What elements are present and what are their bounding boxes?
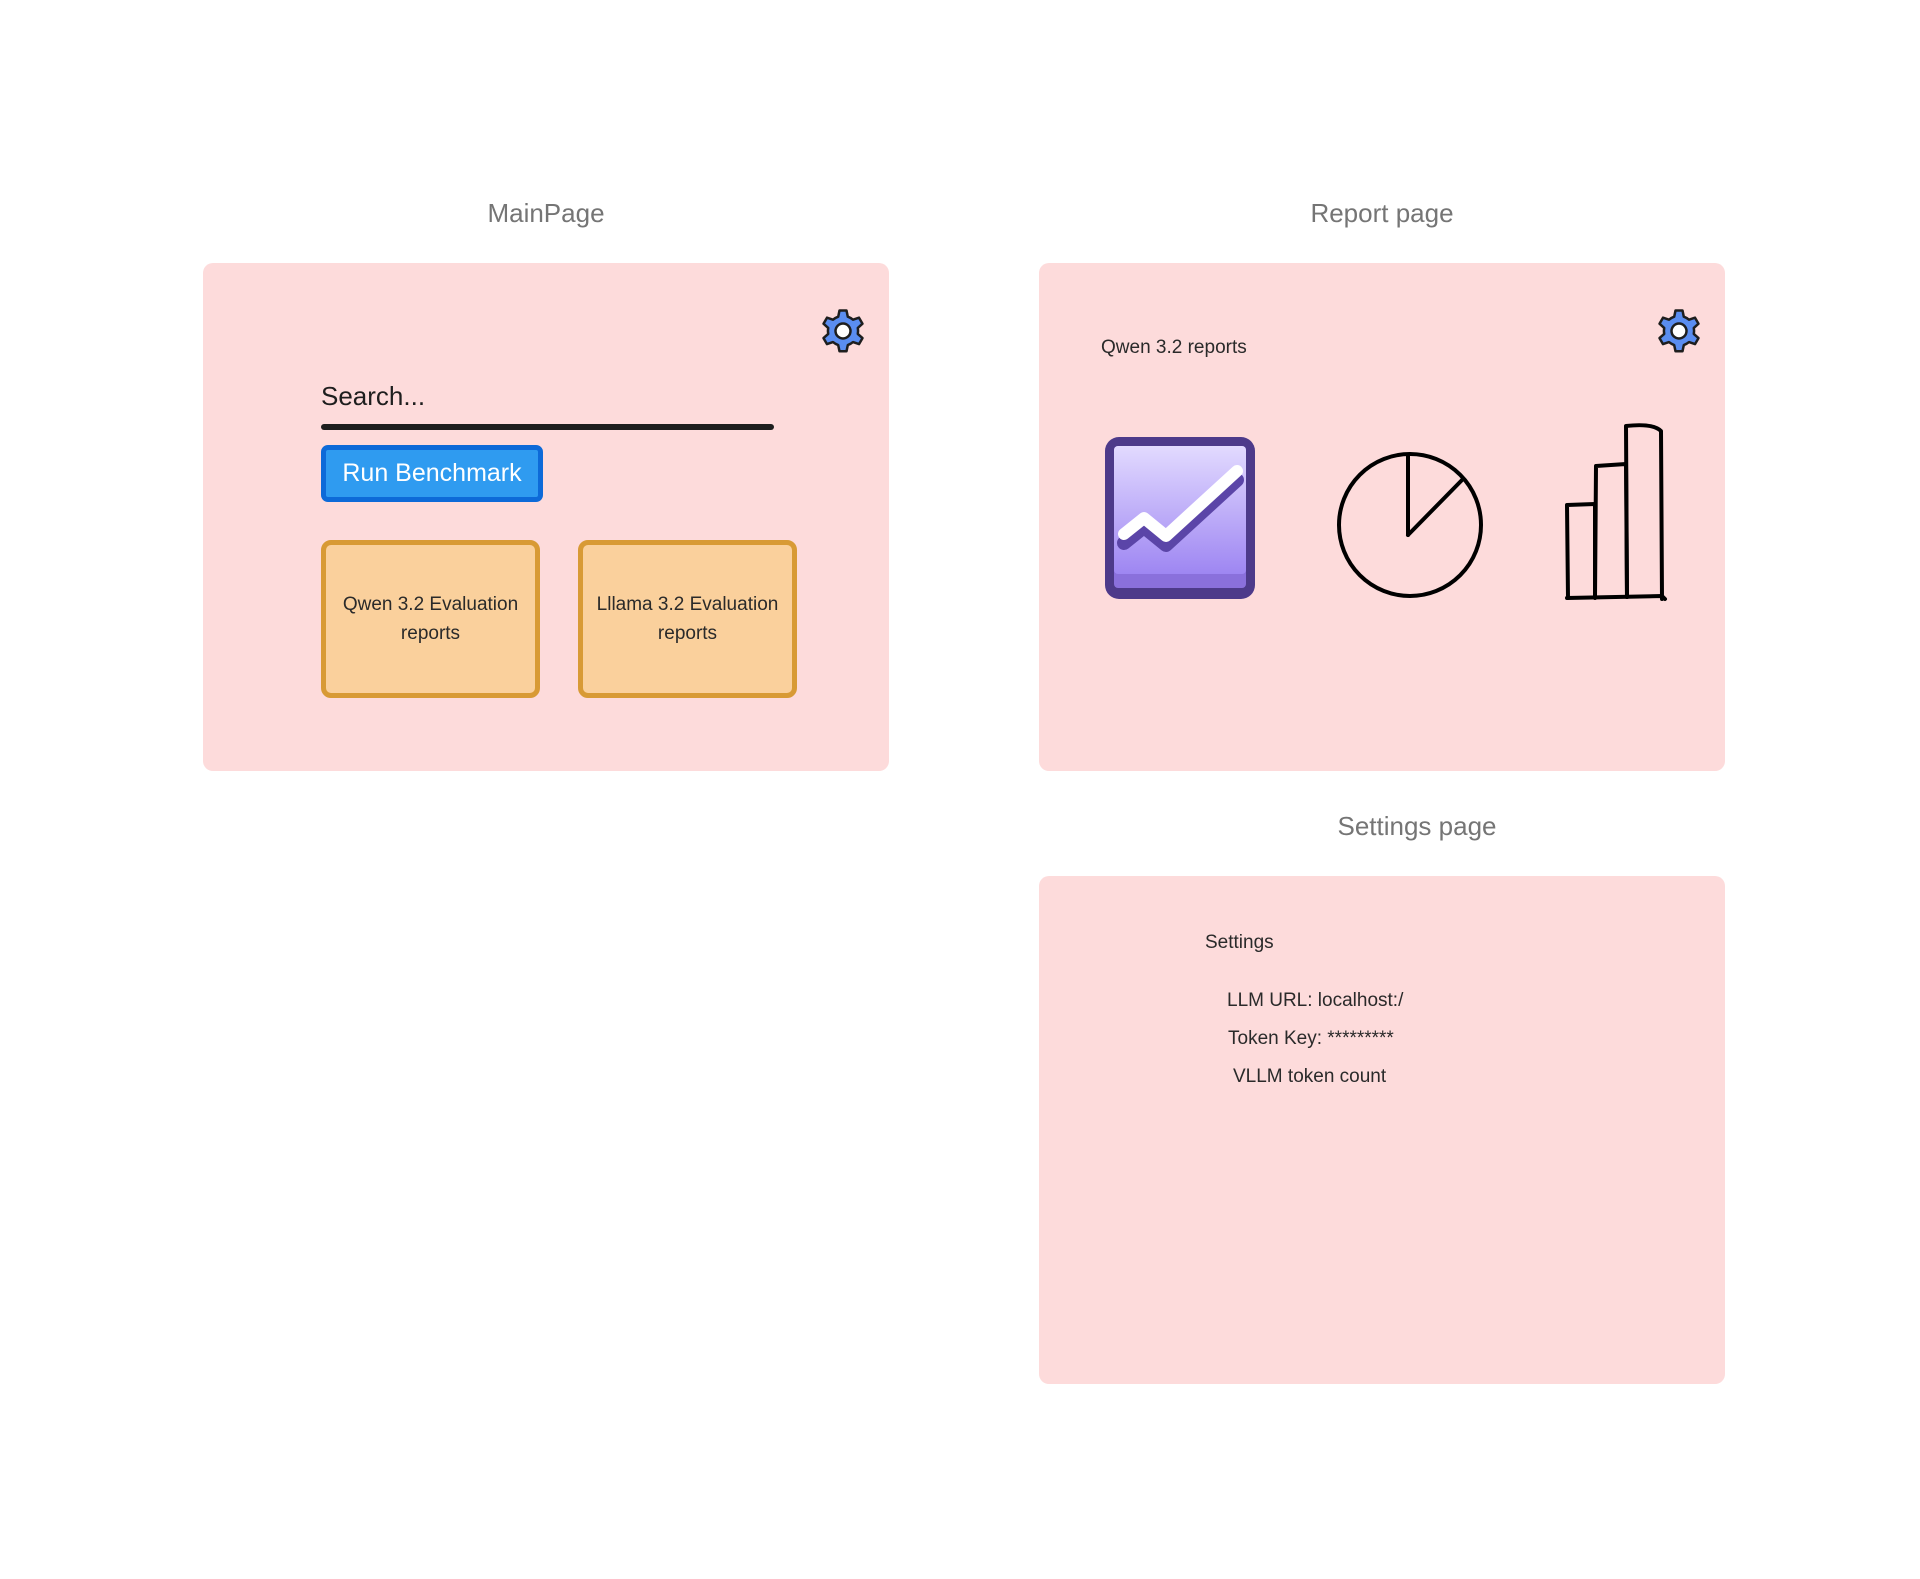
run-benchmark-button[interactable]: Run Benchmark	[321, 445, 543, 502]
gear-icon[interactable]	[1651, 303, 1707, 359]
bar-chart-icon[interactable]	[1563, 423, 1685, 603]
report-heading: Qwen 3.2 reports	[1101, 337, 1247, 358]
main-page-title: MainPage	[487, 198, 605, 228]
settings-page-frame: Settings LLM URL: localhost:/ Token Key:…	[1039, 876, 1725, 1384]
chart-increasing-icon[interactable]	[1102, 434, 1258, 602]
qwen-report-card-label: Qwen 3.2 Evaluation reports	[342, 594, 519, 644]
report-page-frame: Qwen 3.2 reports	[1039, 263, 1725, 771]
gear-icon[interactable]	[815, 303, 871, 359]
token-key-field[interactable]: Token Key: *********	[1228, 1028, 1394, 1049]
settings-page-title: Settings page	[1337, 811, 1497, 841]
main-page-frame: Search... Run Benchmark Qwen 3.2 Evaluat…	[203, 263, 889, 771]
report-page-title: Report page	[1310, 198, 1454, 228]
pie-chart-icon[interactable]	[1334, 449, 1486, 601]
vllm-token-count-field[interactable]: VLLM token count	[1233, 1066, 1387, 1087]
llm-url-field[interactable]: LLM URL: localhost:/	[1227, 990, 1404, 1011]
qwen-report-card[interactable]: Qwen 3.2 Evaluation reports	[321, 540, 540, 698]
llama-report-card-label: Lllama 3.2 Evaluation reports	[596, 594, 779, 644]
llama-report-card[interactable]: Lllama 3.2 Evaluation reports	[578, 540, 797, 698]
search-underline	[321, 424, 774, 430]
search-input[interactable]: Search...	[321, 381, 426, 411]
settings-heading: Settings	[1205, 932, 1274, 953]
